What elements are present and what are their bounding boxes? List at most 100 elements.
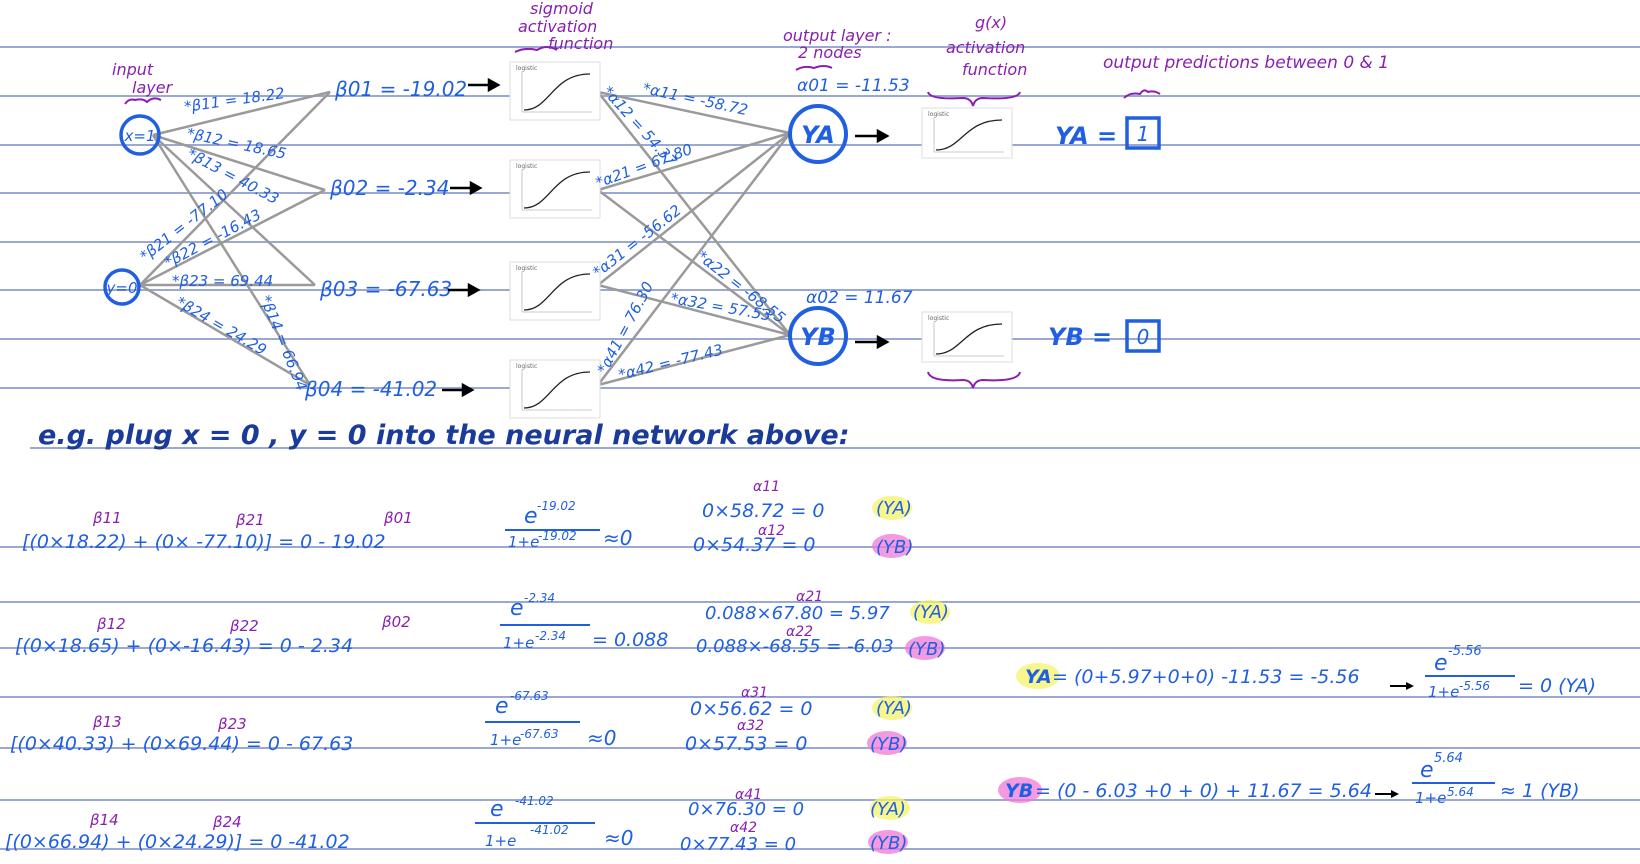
input-node-y: y=0 <box>103 268 141 306</box>
hidden-biases: β01 = -19.02 β02 = -2.34 β03 = -67.63 β0… <box>304 77 467 401</box>
svg-text:β23: β23 <box>217 715 247 733</box>
example-row-3: β13 β23 [(0×40.33) + (0×69.44) = 0 - 67.… <box>10 685 912 755</box>
svg-text:α22: α22 <box>786 624 813 640</box>
svg-text:logistic: logistic <box>928 111 949 118</box>
svg-text:[(0×18.22) + (0× -77.10)] = 0: [(0×18.22) + (0× -77.10)] = 0 - 19.02 <box>22 531 386 553</box>
svg-text:[(0×18.65) + (0×-16.43) = 0 -: [(0×18.65) + (0×-16.43) = 0 - 2.34 <box>15 635 353 657</box>
svg-text:sigmoid: sigmoid <box>530 0 594 18</box>
beta-labels: *β11 = 18.22 *β12 = 18.65 *β13 = 40.33 *… <box>136 84 311 393</box>
svg-text:-2.34: -2.34 <box>524 591 555 605</box>
svg-text:-19.02: -19.02 <box>538 529 577 543</box>
beta-11: *β11 = 18.22 <box>183 84 286 116</box>
bias-arrows <box>442 77 501 398</box>
svg-text:≈0: ≈0 <box>604 826 633 850</box>
input-node-x: x=1 <box>119 114 161 156</box>
predictions-brace <box>1123 89 1161 99</box>
input-x-label: x=1 <box>124 127 156 145</box>
svg-text:1+e: 1+e <box>508 533 539 551</box>
svg-text:β22: β22 <box>229 617 259 635</box>
output-sigmoid-plot-a: logistic <box>921 107 1013 159</box>
svg-text:β12: β12 <box>96 615 126 633</box>
svg-text:= 0.088: = 0.088 <box>592 629 668 651</box>
svg-text:(YA): (YA) <box>876 698 912 719</box>
svg-text:α21: α21 <box>796 589 823 605</box>
output-node-ya: YA <box>788 104 848 164</box>
highlights <box>867 496 1060 854</box>
network-edges <box>139 90 791 387</box>
svg-text:α42: α42 <box>730 820 757 836</box>
svg-text:0×54.37 = 0: 0×54.37 = 0 <box>693 534 816 556</box>
svg-text:(YA): (YA) <box>876 498 912 519</box>
svg-text:0×77.43 = 0: 0×77.43 = 0 <box>680 834 796 855</box>
svg-text:logistic: logistic <box>516 363 537 370</box>
svg-text:β24: β24 <box>212 813 242 831</box>
sigmoid-plot-2: logistic <box>509 159 601 219</box>
input-layer-annotation: input layer <box>112 60 174 105</box>
input-y-label: y=0 <box>106 279 138 297</box>
svg-text:-19.02: -19.02 <box>537 499 576 513</box>
svg-text:1+e: 1+e <box>503 634 534 652</box>
svg-text:logistic: logistic <box>928 315 949 322</box>
svg-text:0×57.53 = 0: 0×57.53 = 0 <box>685 733 808 755</box>
svg-text:YA: YA <box>801 121 835 149</box>
final-yb: YB = (0 - 6.03 +0 + 0) + 11.67 = 5.64 e … <box>1005 751 1580 807</box>
svg-text:YA: YA <box>1025 666 1052 688</box>
example-row-1: β11 β21 β01 [(0×18.22) + (0× -77.10)] = … <box>22 479 913 558</box>
svg-text:e: e <box>1434 651 1448 676</box>
ruled-lines <box>0 46 1640 850</box>
svg-text:α12: α12 <box>758 523 785 539</box>
bias-b03: β03 = -67.63 <box>319 277 452 301</box>
svg-text:(YA): (YA) <box>913 602 949 623</box>
svg-text:5.64: 5.64 <box>1434 751 1463 766</box>
svg-text:(YB): (YB) <box>870 734 907 755</box>
svg-text:= (0+5.97+0+0) -11.53 = -5.56: = (0+5.97+0+0) -11.53 = -5.56 <box>1052 666 1360 688</box>
sigmoid-annotation: sigmoid activation function <box>514 0 613 53</box>
output-node-yb: YB <box>788 306 848 366</box>
svg-text:(YB): (YB) <box>870 833 907 854</box>
svg-text:(YB): (YB) <box>876 537 913 558</box>
beta-24: *β24 = 24.29 <box>173 293 270 359</box>
svg-text:function: function <box>548 34 613 53</box>
output-plot-brace <box>927 371 1021 389</box>
svg-text:1+e: 1+e <box>490 731 521 749</box>
svg-text:[(0×66.94) + (0×24.29)] = 0 -4: [(0×66.94) + (0×24.29)] = 0 -41.02 <box>5 831 350 853</box>
svg-text:e: e <box>510 596 524 621</box>
svg-text:YB: YB <box>800 323 836 351</box>
sigmoid-plot-4: logistic <box>509 359 601 419</box>
svg-text:input: input <box>112 60 154 79</box>
gx-annotation: g(x) activation function <box>927 13 1027 107</box>
svg-text:0×58.72 = 0: 0×58.72 = 0 <box>702 500 825 522</box>
svg-text:[(0×40.33) + (0×69.44) = 0 - 6: [(0×40.33) + (0×69.44) = 0 - 67.63 <box>10 733 353 755</box>
svg-text:β21: β21 <box>235 511 265 529</box>
bias-b01: β01 = -19.02 <box>334 77 467 101</box>
svg-text:-41.02: -41.02 <box>530 823 569 837</box>
svg-text:-5.56: -5.56 <box>1459 679 1490 693</box>
svg-text:e: e <box>495 694 509 719</box>
svg-text:≈0: ≈0 <box>587 726 616 750</box>
output-sigmoid-plot-b: logistic <box>921 311 1013 363</box>
svg-text:layer: layer <box>132 78 174 97</box>
svg-text:2 nodes: 2 nodes <box>798 43 862 62</box>
svg-text:1+e: 1+e <box>1415 789 1446 807</box>
svg-text:1+e: 1+e <box>485 832 516 850</box>
sigmoid-plot-1: logistic <box>509 61 601 121</box>
svg-text:0: 0 <box>1137 325 1150 349</box>
svg-text:-67.63: -67.63 <box>520 727 559 741</box>
svg-text:= 0 (YA): = 0 (YA) <box>1518 675 1596 697</box>
svg-text:-41.02: -41.02 <box>515 794 554 808</box>
svg-text:(YB): (YB) <box>908 639 945 660</box>
svg-text:e: e <box>490 797 504 822</box>
svg-text:activation: activation <box>518 17 597 36</box>
svg-text:-67.63: -67.63 <box>510 689 549 703</box>
svg-text:α41: α41 <box>735 787 762 803</box>
svg-text:YB =: YB = <box>1048 323 1112 351</box>
svg-text:α11: α11 <box>753 479 780 495</box>
svg-text:1+e: 1+e <box>1428 683 1459 701</box>
final-ya: YA = (0+5.97+0+0) -11.53 = -5.56 e -5.56… <box>1025 644 1596 701</box>
svg-text:≈ 1 (YB): ≈ 1 (YB) <box>1500 780 1580 802</box>
beta-23: *β23 = 69.44 <box>172 272 273 290</box>
svg-text:β14: β14 <box>89 811 119 829</box>
bias-b04: β04 = -41.02 <box>304 377 437 401</box>
